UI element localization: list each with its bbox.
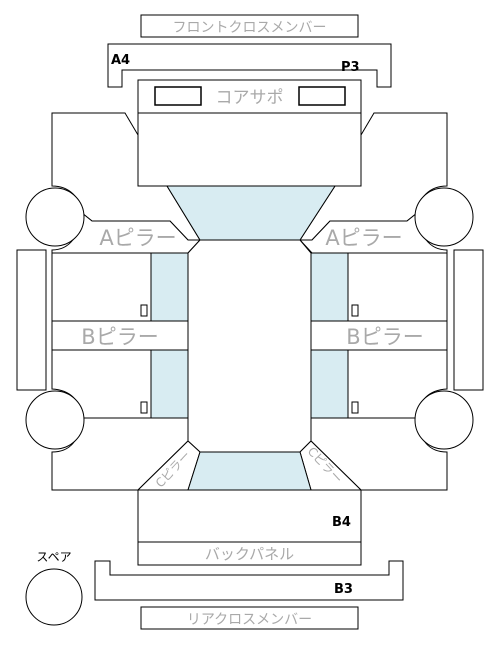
front-cross-member-label: フロントクロスメンバー <box>173 20 327 36</box>
code-b4: B4 <box>332 515 351 530</box>
b-pillar-right[interactable]: Bピラー <box>310 320 448 351</box>
rear-cross-member[interactable]: リアクロスメンバー <box>140 606 359 630</box>
core-support-label: コアサポ <box>216 88 284 108</box>
side-step-left[interactable] <box>16 249 47 391</box>
rear-window[interactable] <box>187 451 312 491</box>
front-bracket[interactable]: A4 P3 <box>107 43 392 88</box>
front-window-right[interactable] <box>310 252 349 322</box>
door-handle-front-left <box>140 304 148 317</box>
spare-label: スペア <box>36 550 71 564</box>
rear-window-right[interactable] <box>310 349 349 419</box>
trunk-lid[interactable]: B4 <box>137 489 362 543</box>
back-panel-label: バックパネル <box>205 545 294 563</box>
door-handle-rear-left <box>140 401 148 414</box>
headlight-left <box>154 86 202 106</box>
a-pillar-right-label: Aピラー <box>325 226 402 250</box>
a-pillar-left[interactable]: Aピラー <box>51 212 202 254</box>
front-wheel-left[interactable] <box>25 187 85 247</box>
headlight-right <box>298 86 346 106</box>
side-step-right[interactable] <box>453 249 484 391</box>
b-pillar-left-label: Bピラー <box>81 325 158 349</box>
core-support[interactable]: コアサポ <box>137 79 362 114</box>
code-p3: P3 <box>341 60 360 75</box>
a-pillar-right[interactable]: Aピラー <box>298 212 448 254</box>
code-b3: B3 <box>334 582 353 597</box>
b-pillar-right-label: Bピラー <box>346 325 423 349</box>
front-cross-member[interactable]: フロントクロスメンバー <box>140 14 359 38</box>
door-handle-rear-right <box>351 401 359 414</box>
back-panel[interactable]: バックパネル <box>137 541 362 566</box>
front-wheel-right[interactable] <box>414 187 474 247</box>
code-a4: A4 <box>111 53 130 68</box>
roof[interactable] <box>187 239 312 453</box>
front-window-left[interactable] <box>150 252 189 322</box>
spare-tire[interactable] <box>25 568 83 626</box>
a-pillar-left-label: Aピラー <box>99 226 176 250</box>
rear-wheel-left[interactable] <box>25 390 85 450</box>
door-handle-front-right <box>351 304 359 317</box>
rear-wheel-right[interactable] <box>414 390 474 450</box>
rear-window-left[interactable] <box>150 349 189 419</box>
b-pillar-left[interactable]: Bピラー <box>51 320 189 351</box>
rear-bumper[interactable]: B3 <box>94 560 404 601</box>
rear-cross-member-label: リアクロスメンバー <box>187 612 312 628</box>
